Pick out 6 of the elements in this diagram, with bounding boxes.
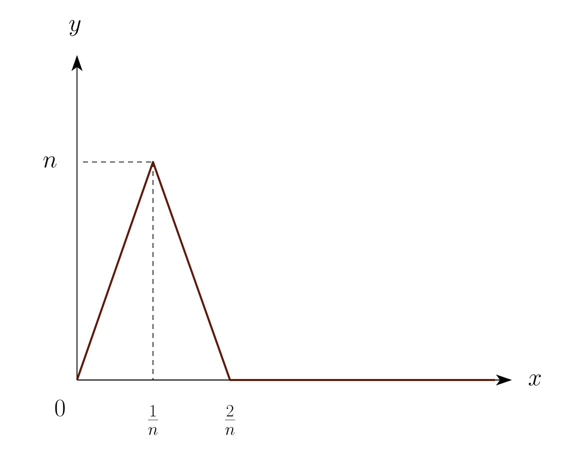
tick-label: $n$: [43, 156, 57, 168]
axis-label: $y$: [69, 20, 80, 36]
tick-label: $\frac{1}{n}$: [148, 404, 158, 435]
tick-label: $0$: [55, 400, 65, 416]
axis-label: $x$: [528, 374, 541, 386]
tick-label: $\frac{2}{n}$: [224, 404, 236, 435]
